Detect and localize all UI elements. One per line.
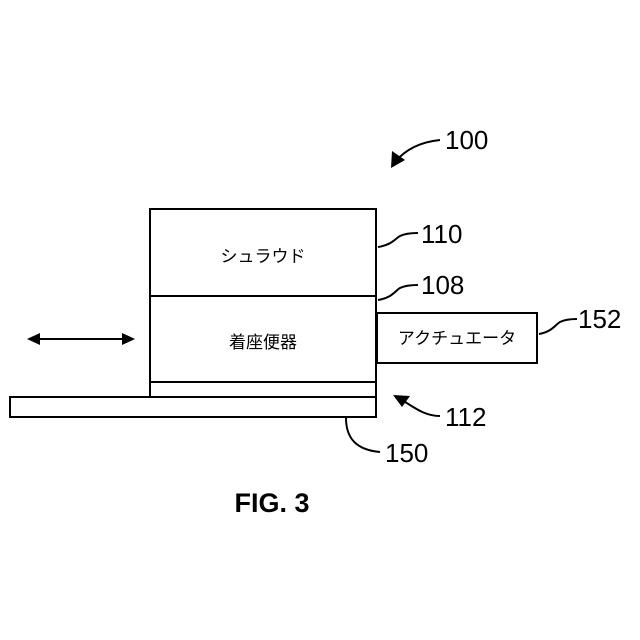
motion-arrow-left-head: [27, 333, 40, 345]
ref-150-label: 150: [385, 438, 428, 468]
shroud-label: シュラウド: [221, 247, 306, 267]
ref-150-leader: [346, 418, 380, 452]
ref-112-leader: [402, 400, 440, 416]
actuator-label: アクチュエータ: [398, 329, 516, 349]
ref-152-leader: [539, 319, 577, 334]
base-plate: [10, 397, 376, 417]
ref-110-leader: [378, 233, 418, 247]
motion-arrow-right-head: [122, 333, 135, 345]
gap-layer: [150, 382, 376, 397]
ref-108-label: 108: [421, 270, 464, 300]
figure-caption: FIG. 3: [234, 488, 309, 518]
ref-110-label: 110: [421, 219, 462, 249]
ref-108-leader: [378, 285, 418, 300]
seat-label: 着座便器: [229, 333, 297, 353]
ref-100-label: 100: [445, 125, 488, 155]
ref-112-arrowhead: [393, 395, 410, 407]
ref-112-label: 112: [445, 402, 486, 432]
ref-152-label: 152: [578, 304, 621, 334]
